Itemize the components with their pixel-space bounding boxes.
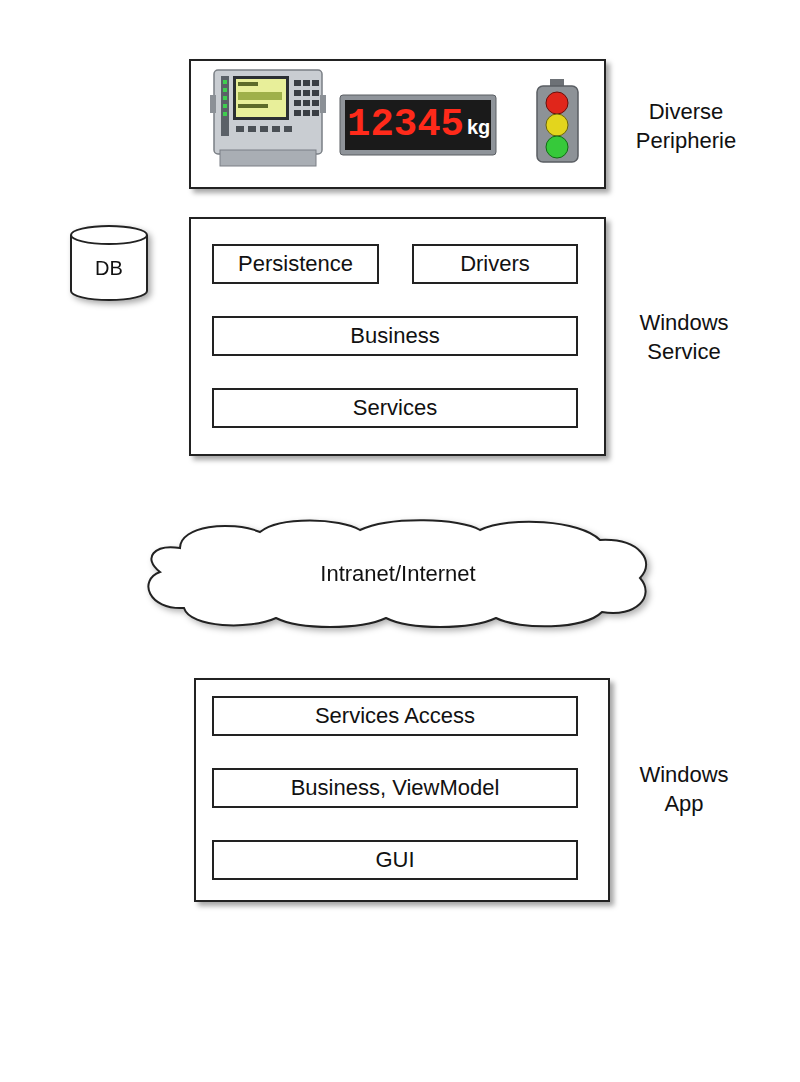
database-label: DB <box>95 254 123 282</box>
led-display <box>340 95 496 155</box>
database-cylinder: DB <box>70 225 148 301</box>
side-heading: Windows Service <box>628 308 740 366</box>
layer-label: Drivers <box>460 250 530 278</box>
layer-label: Services Access <box>315 702 475 730</box>
side-heading: Windows App <box>628 760 740 818</box>
layer-box: Business <box>212 316 578 356</box>
unit-label: kg <box>467 112 490 142</box>
layer-box: Drivers <box>412 244 578 284</box>
scale-terminal <box>210 70 326 166</box>
side-heading: Diverse Peripherie <box>624 97 748 155</box>
led-digits: 12345 <box>347 101 464 149</box>
layer-box: GUI <box>212 840 578 880</box>
layer-box: Persistence <box>212 244 379 284</box>
layer-box: Services Access <box>212 696 578 736</box>
cloud-shape <box>148 520 646 627</box>
layer-box: Business, ViewModel <box>212 768 578 808</box>
layer-box: Services <box>212 388 578 428</box>
traffic-light <box>537 79 578 162</box>
cylinder-top <box>71 226 147 244</box>
app-box: Windows AppServices AccessBusiness, View… <box>194 678 610 902</box>
layer-label: Services <box>353 394 437 422</box>
layer-label: GUI <box>375 846 414 874</box>
network-cloud: Intranet/Internet <box>140 518 656 630</box>
layer-label: Persistence <box>238 250 353 278</box>
service-box: Windows ServicePersistenceDriversBusines… <box>189 217 606 456</box>
layer-label: Business, ViewModel <box>291 774 500 802</box>
layer-label: Business <box>350 322 439 350</box>
cloud-label: Intranet/Internet <box>320 560 475 588</box>
